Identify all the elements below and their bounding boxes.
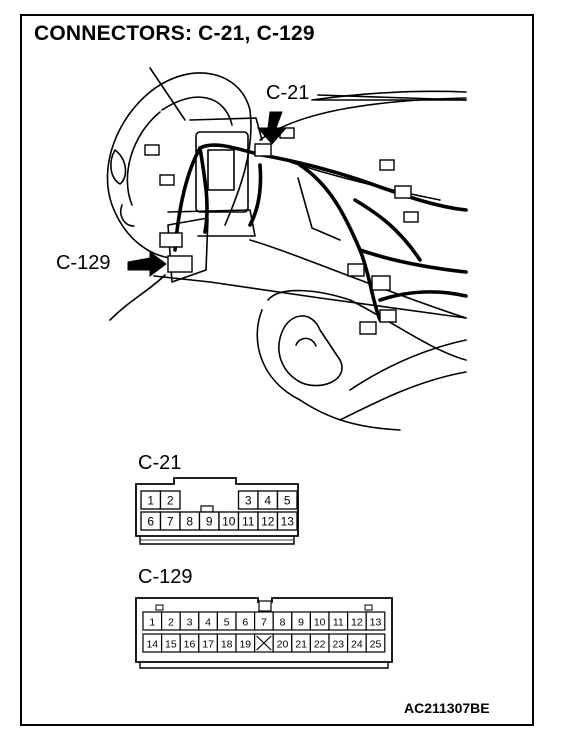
pin-number: 22: [314, 639, 326, 651]
pin-number: 21: [295, 639, 307, 651]
pin-number: 25: [370, 639, 382, 651]
pin-number: 5: [284, 494, 291, 508]
c129-label: C-129: [138, 566, 193, 588]
pin-number: 8: [280, 617, 286, 629]
pin-number: 10: [314, 617, 326, 629]
page-title: CONNECTORS: C-21, C-129: [34, 22, 315, 45]
pin-number: 8: [186, 515, 193, 529]
pin-number: 17: [202, 639, 214, 651]
pin-number: 1: [147, 494, 154, 508]
pin-number: 10: [222, 515, 236, 529]
pin-number: 2: [168, 617, 174, 629]
c21-label: C-21: [138, 452, 182, 474]
figure-code: AC211307BE: [404, 700, 490, 716]
pin-cell: [365, 633, 386, 653]
pin-number: 11: [242, 515, 255, 529]
pin-number: 6: [147, 515, 154, 529]
diagram-frame: [20, 14, 534, 726]
pin-cell: [365, 611, 386, 631]
pin-number: 12: [261, 515, 275, 529]
pin-number: 16: [184, 639, 196, 651]
pin-number: 23: [332, 639, 344, 651]
pin-number: 4: [205, 617, 211, 629]
pin-number: 9: [298, 617, 304, 629]
pin-number: 12: [351, 617, 363, 629]
callout-c21: C-21: [266, 82, 310, 104]
pin-number: 7: [167, 515, 174, 529]
pin-number: 13: [370, 617, 382, 629]
pin-number: 7: [261, 617, 267, 629]
pin-number: 13: [281, 515, 295, 529]
pin-cell: [276, 511, 298, 531]
pin-number: 3: [187, 617, 193, 629]
pin-cell: [159, 490, 181, 510]
pin-number: 1: [149, 617, 155, 629]
pin-number: 2: [167, 494, 174, 508]
pin-cell: [276, 490, 298, 510]
pin-number: 14: [146, 639, 158, 651]
pin-number: 19: [239, 639, 251, 651]
pin-number: 15: [165, 639, 177, 651]
pin-number: 9: [206, 515, 213, 529]
pin-number: 5: [224, 617, 230, 629]
callout-c129: C-129: [56, 252, 111, 274]
pin-number: 6: [242, 617, 248, 629]
pin-number: 4: [264, 494, 271, 508]
pin-number: 11: [333, 617, 344, 629]
blank-cross: [256, 635, 272, 651]
pin-number: 18: [221, 639, 233, 651]
pin-number: 24: [351, 639, 363, 651]
pin-number: 3: [245, 494, 252, 508]
pin-number: 20: [277, 639, 289, 651]
